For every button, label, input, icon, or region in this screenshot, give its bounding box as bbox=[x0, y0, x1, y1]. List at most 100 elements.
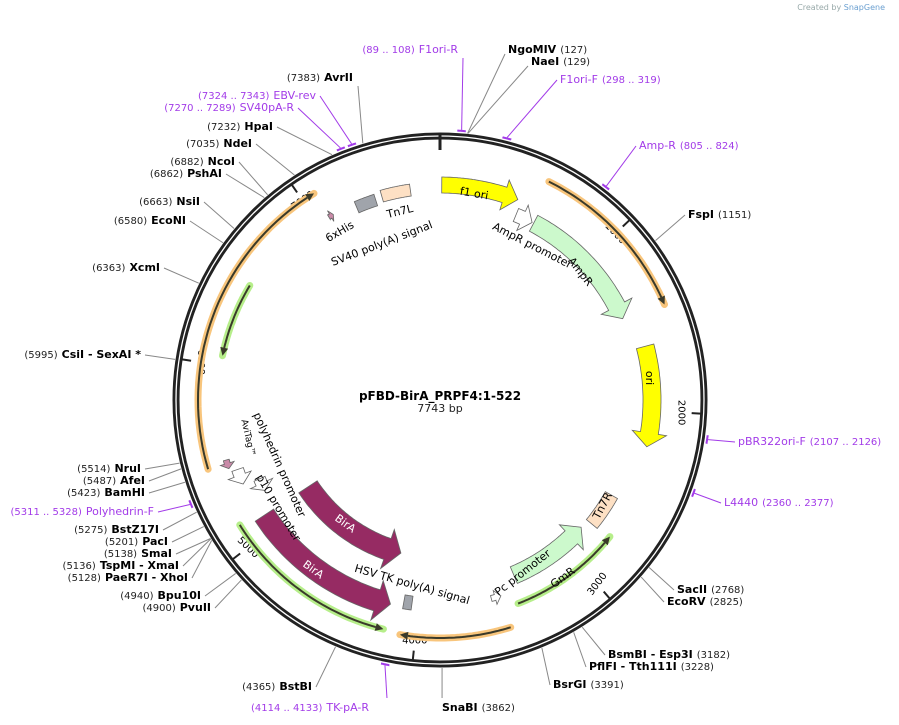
orf-line bbox=[407, 626, 511, 639]
site-label[interactable]: (6663)NsiI bbox=[135, 196, 200, 209]
site-label-name: NdeI bbox=[223, 137, 252, 150]
tick-mark bbox=[232, 552, 241, 560]
site-label-position: (5128) bbox=[67, 573, 101, 584]
site-label[interactable]: NaeI(129) bbox=[531, 56, 594, 69]
site-label-position: (3862) bbox=[481, 703, 515, 714]
site-label-position: (5514) bbox=[77, 464, 111, 475]
site-label[interactable]: BsmBI - Esp3I(3182) bbox=[608, 649, 734, 662]
primer-label-name: pBR322ori-F bbox=[738, 435, 806, 448]
site-label[interactable]: (6580)EcoNI bbox=[110, 215, 186, 228]
site-leader-line bbox=[214, 579, 242, 609]
feature-ampr-promoter bbox=[512, 203, 533, 232]
tick-mark bbox=[622, 219, 630, 228]
site-leader-line bbox=[315, 646, 336, 688]
site-label[interactable]: (7232)HpaI bbox=[203, 121, 273, 134]
site-label[interactable]: NgoMIV(127) bbox=[508, 44, 591, 57]
site-leader-line bbox=[276, 126, 333, 156]
primer-label-name: L4440 bbox=[724, 496, 759, 509]
site-label[interactable]: (5423)BamHI bbox=[63, 487, 145, 500]
site-label-name: SmaI bbox=[141, 547, 172, 560]
site-label-position: (5275) bbox=[74, 525, 108, 536]
credit-prefix: Created by bbox=[797, 3, 842, 12]
site-label-position: (127) bbox=[560, 45, 588, 56]
site-leader-line bbox=[148, 468, 182, 482]
primer-label-position: (89 .. 108) bbox=[362, 45, 415, 56]
primer-leader-line bbox=[157, 503, 191, 513]
primer-leader-line bbox=[297, 107, 341, 149]
site-label-position: (5136) bbox=[62, 561, 96, 572]
tick-mark bbox=[602, 590, 611, 600]
feature-label: 6xHis bbox=[323, 218, 356, 245]
primer-label[interactable]: (5311 .. 5328)Polyhedrin-F bbox=[6, 506, 154, 519]
primer-label-name: F1ori-F bbox=[560, 73, 598, 86]
site-label-name: BamHI bbox=[104, 486, 145, 499]
site-label[interactable]: SacII(2768) bbox=[677, 584, 748, 597]
site-label[interactable]: FspI(1151) bbox=[688, 209, 755, 222]
site-label[interactable]: (7383)AvrII bbox=[283, 72, 353, 85]
site-label[interactable]: (4940)Bpu10I bbox=[116, 590, 201, 603]
primer-mark bbox=[502, 136, 512, 141]
primer-mark bbox=[380, 662, 390, 667]
primer-label[interactable]: (7324 .. 7343)EBV-rev bbox=[194, 90, 316, 103]
site-label[interactable]: (5514)NruI bbox=[73, 463, 141, 476]
primer-label[interactable]: L4440(2360 .. 2377) bbox=[724, 497, 838, 510]
site-leader-line bbox=[144, 354, 176, 360]
site-label[interactable]: (7035)NdeI bbox=[182, 138, 252, 151]
feature-f1-ori bbox=[441, 176, 519, 211]
site-label[interactable]: SnaBI(3862) bbox=[442, 702, 519, 715]
tick-mark bbox=[291, 184, 298, 193]
feature-tn7r bbox=[585, 491, 619, 529]
site-label-name: NsiI bbox=[176, 195, 200, 208]
primer-label-name: F1ori-R bbox=[418, 43, 458, 56]
site-leader-line bbox=[171, 526, 204, 543]
primer-label[interactable]: Amp-R(805 .. 824) bbox=[639, 140, 743, 153]
primer-label[interactable]: (4114 .. 4133)TK-pA-R bbox=[247, 702, 369, 715]
site-label[interactable]: (5275)BstZ17I bbox=[70, 524, 159, 537]
primer-mark bbox=[691, 488, 696, 498]
primer-label[interactable]: (7270 .. 7289)SV40pA-R bbox=[160, 102, 294, 115]
site-label-position: (6663) bbox=[139, 197, 173, 208]
site-label[interactable]: (5136)TspMI - XmaI bbox=[59, 560, 179, 573]
site-label-name: BsrGI bbox=[553, 678, 587, 691]
plasmid-name: pFBD-BirA_PRPF4:1-522 bbox=[358, 389, 522, 403]
primer-label[interactable]: F1ori-F(298 .. 319) bbox=[560, 74, 665, 87]
site-label-name: HpaI bbox=[244, 120, 273, 133]
site-label[interactable]: PflFI - Tth111I(3228) bbox=[589, 661, 718, 674]
feature-polyhedrin-promoter bbox=[227, 466, 253, 485]
site-label-position: (6363) bbox=[92, 263, 126, 274]
site-label[interactable]: (6862)PshAI bbox=[146, 168, 222, 181]
primer-leader-line bbox=[708, 439, 736, 443]
site-label-name: SacII bbox=[677, 583, 708, 596]
site-label[interactable]: (4900)PvuII bbox=[138, 602, 211, 615]
site-label[interactable]: (5201)PacI bbox=[101, 536, 168, 549]
site-label[interactable]: (5487)AfeI bbox=[79, 475, 145, 488]
site-leader-line bbox=[573, 632, 587, 668]
orf-arrowhead bbox=[657, 295, 665, 305]
site-label-position: (4900) bbox=[142, 603, 176, 614]
site-label-position: (6882) bbox=[170, 157, 204, 168]
site-label[interactable]: (6363)XcmI bbox=[88, 262, 160, 275]
site-label[interactable]: BsrGI(3391) bbox=[553, 679, 628, 692]
site-label[interactable]: (5128)PaeR7I - XhoI bbox=[64, 572, 188, 585]
site-label-name: NgoMIV bbox=[508, 43, 557, 56]
site-leader-line bbox=[655, 214, 686, 242]
site-label[interactable]: (5138)SmaI bbox=[100, 548, 172, 561]
site-label[interactable]: (5995)CsiI - SexAI * bbox=[20, 349, 141, 362]
site-label[interactable]: (6882)NcoI bbox=[166, 156, 235, 169]
snapgene-credit: Created by SnapGene bbox=[797, 3, 885, 12]
primer-mark bbox=[347, 142, 357, 148]
site-leader-line bbox=[648, 567, 675, 591]
site-label-position: (6862) bbox=[149, 169, 184, 180]
site-label[interactable]: (4365)BstBI bbox=[238, 681, 312, 694]
tick-label: 4000 bbox=[402, 636, 427, 647]
primer-label[interactable]: (89 .. 108)F1ori-R bbox=[358, 44, 458, 57]
site-leader-line bbox=[203, 201, 235, 229]
primer-label-name: TK-pA-R bbox=[326, 701, 369, 714]
orf-line bbox=[238, 524, 376, 629]
site-label-name: NcoI bbox=[207, 155, 235, 168]
feature-label: Tn7L bbox=[384, 202, 415, 222]
site-leader-line bbox=[640, 576, 665, 603]
feature-tn7l bbox=[379, 183, 412, 203]
primer-label[interactable]: pBR322ori-F(2107 .. 2126) bbox=[738, 436, 885, 449]
site-label[interactable]: EcoRV(2825) bbox=[667, 596, 747, 609]
